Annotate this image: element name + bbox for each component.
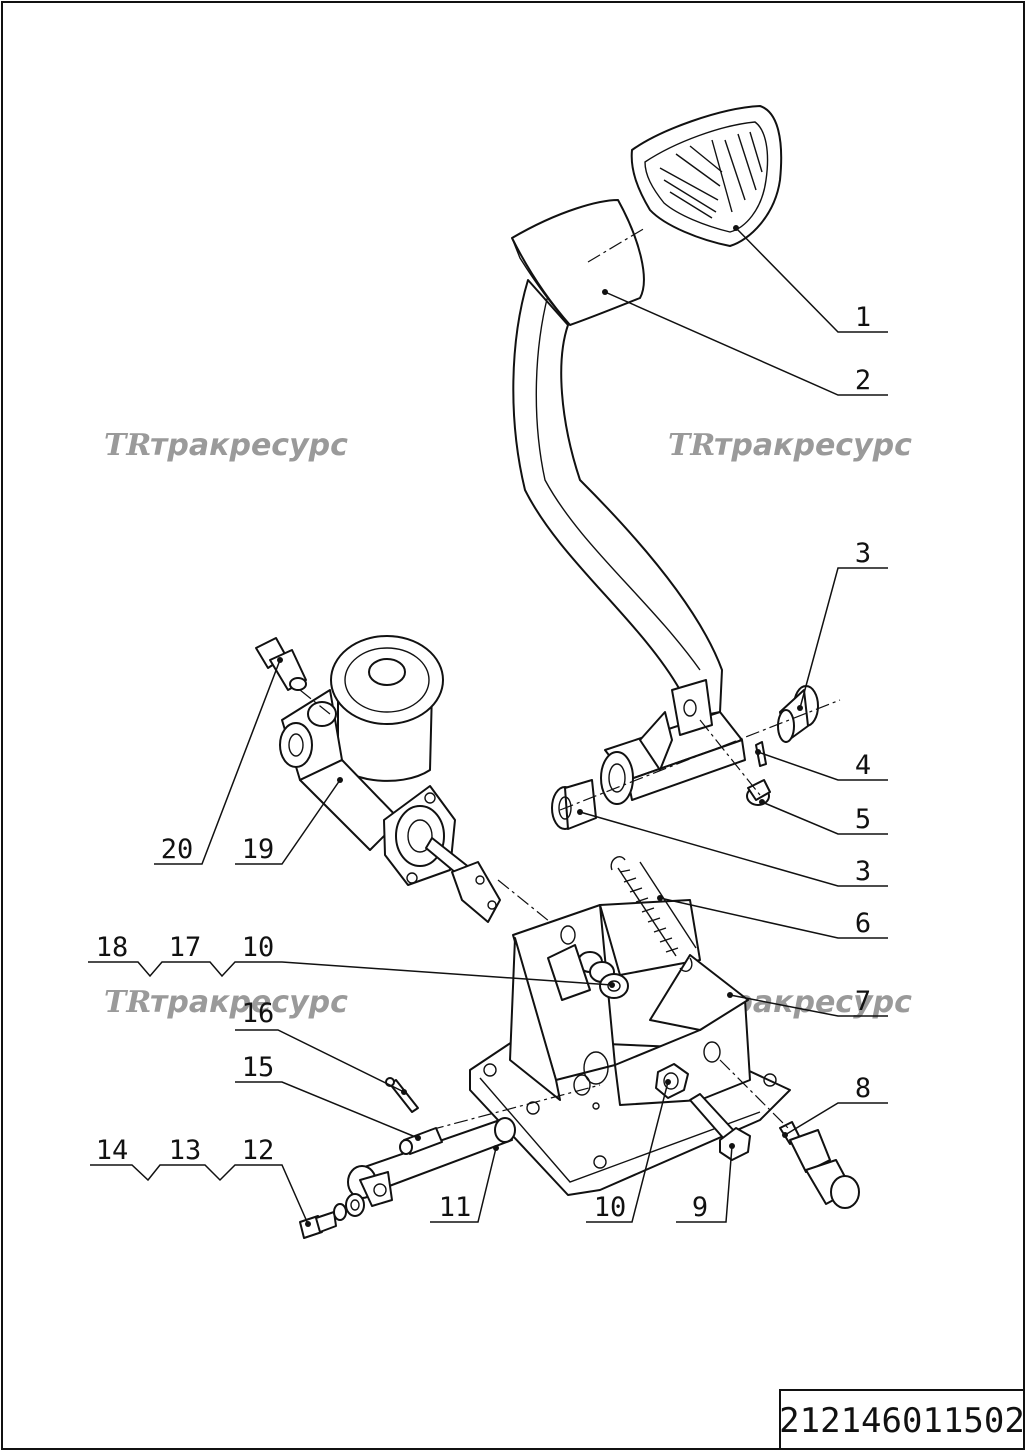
- callout-4: 4: [855, 750, 871, 781]
- callout-15: 15: [242, 1052, 275, 1083]
- watermark-brand: тракресурс: [714, 428, 912, 463]
- lock-washer: [333, 1203, 347, 1221]
- bushing-set-upper: [547, 944, 629, 1001]
- callout-14: 14: [96, 1135, 129, 1166]
- bushing-upper: [777, 685, 819, 743]
- callout-5: 5: [855, 804, 871, 835]
- watermark-logo-mark: TR: [104, 428, 151, 463]
- pedal-pivot-hub: [600, 679, 746, 805]
- shaft-bolt: [299, 1211, 337, 1239]
- adjust-bolt: [689, 1093, 751, 1161]
- flat-washer: [345, 1193, 365, 1217]
- return-spring: [610, 856, 697, 972]
- nut-lower: [655, 1063, 689, 1099]
- callout-19: 19: [242, 834, 275, 865]
- callout-2: 2: [855, 365, 871, 396]
- callout-9: 9: [692, 1192, 708, 1223]
- shaft-end-plate: [359, 1171, 393, 1207]
- cylinder-bolt: [255, 637, 307, 691]
- pedal-bracket: [469, 899, 791, 1196]
- callout-10-lower: 10: [594, 1192, 627, 1223]
- callout-1: 1: [855, 302, 871, 333]
- callout-11: 11: [439, 1192, 472, 1223]
- leader-lines: [88, 225, 888, 1227]
- watermark-brand: тракресурс: [714, 985, 912, 1020]
- watermark-brand: тракресурс: [150, 985, 348, 1020]
- callout-17: 17: [169, 932, 202, 963]
- pedal-pad: [630, 105, 783, 247]
- callout-8: 8: [855, 1073, 871, 1104]
- callout-labels: 1 2 3 4 5 3 6 7 8 9 10 11 12 13 14 15 16…: [96, 302, 871, 1223]
- bushing-lower: [551, 779, 597, 830]
- title-block: [779, 1389, 1025, 1450]
- watermark-top-right: TR тракресурс: [668, 428, 912, 463]
- callout-16: 16: [242, 998, 275, 1029]
- callout-7: 7: [855, 986, 871, 1017]
- watermark-mid-left: TR тракресурс: [104, 985, 348, 1020]
- watermark-top-left: TR тракресурс: [104, 428, 348, 463]
- clevis-pin: [399, 1127, 443, 1155]
- callout-3-lower: 3: [855, 856, 871, 887]
- document-number: 212146011502: [779, 1401, 1025, 1441]
- callout-13: 13: [169, 1135, 202, 1166]
- pushrod-fork: [425, 837, 501, 923]
- cotter-pin: [385, 1077, 419, 1113]
- callout-18: 18: [96, 932, 129, 963]
- callout-10-upper: 10: [242, 932, 275, 963]
- watermark-brand: тракресурс: [150, 428, 348, 463]
- stop-switch: [779, 1121, 860, 1209]
- watermark-logo-mark: TR: [104, 985, 151, 1020]
- cotter-pin-small: [755, 741, 767, 767]
- callout-3-upper: 3: [855, 538, 871, 569]
- callout-20: 20: [161, 834, 194, 865]
- master-cylinder: [279, 635, 456, 886]
- callout-12: 12: [242, 1135, 275, 1166]
- watermark-logo-mark: TR: [668, 428, 715, 463]
- callout-6: 6: [855, 908, 871, 939]
